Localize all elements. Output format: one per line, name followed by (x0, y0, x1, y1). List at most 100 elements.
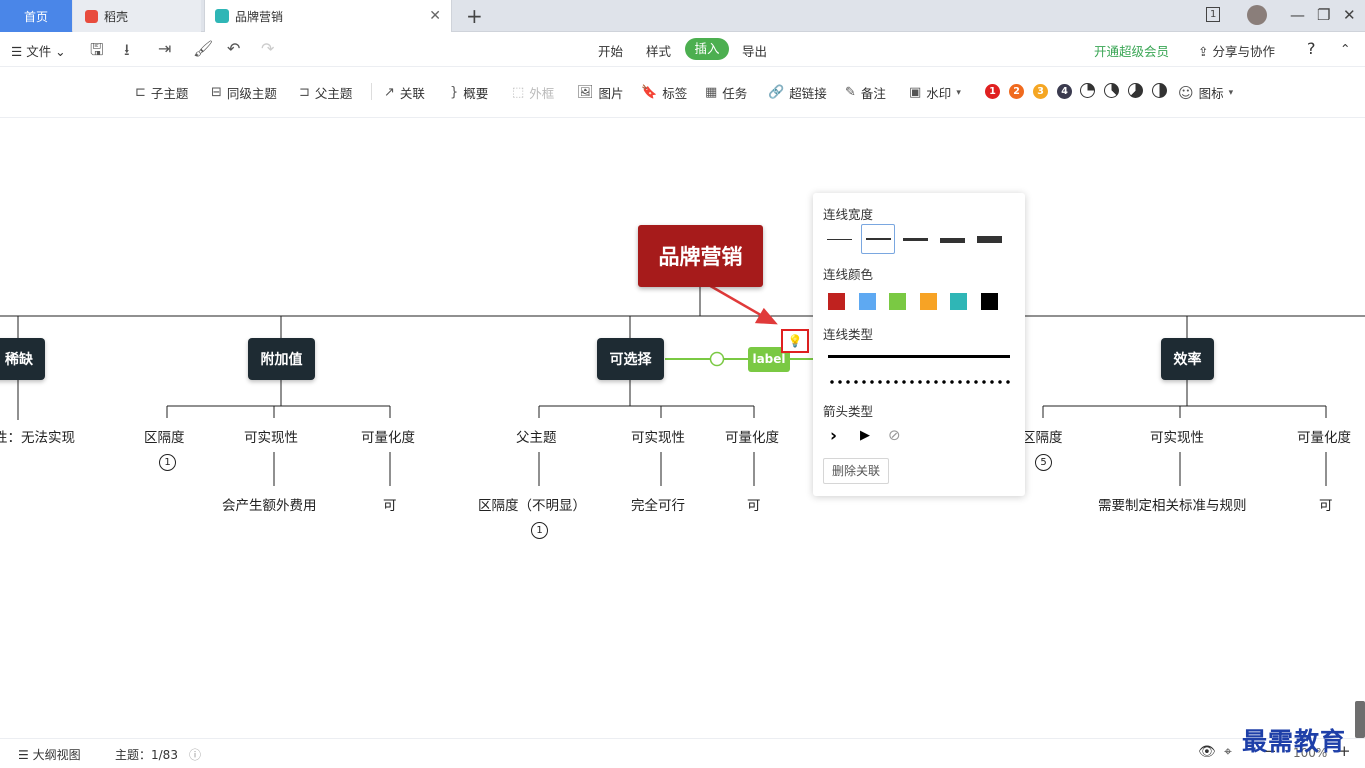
help-icon[interactable]: ? (1307, 39, 1316, 58)
leaf-av-quantifiable-sub[interactable]: 可 (383, 498, 397, 514)
leaf-av-distinction[interactable]: 区隔度 (144, 430, 185, 446)
summary-button[interactable]: }概要 (450, 83, 488, 102)
task-button[interactable]: ▦任务 (705, 83, 747, 102)
page-indicator[interactable]: 1 (1206, 7, 1221, 22)
tab-home[interactable]: 首页 (0, 0, 72, 32)
branch-efficiency[interactable]: 效率 (1161, 338, 1214, 380)
priority-2-icon[interactable]: 2 (1009, 84, 1024, 99)
leaf-op-quantifiable-sub[interactable]: 可 (747, 498, 761, 514)
share-button[interactable]: ⇪ 分享与协作 (1198, 41, 1275, 60)
relation-style-button[interactable]: 💡 (781, 329, 809, 353)
line-width-3[interactable] (903, 238, 928, 241)
menu-insert[interactable]: 插入 (685, 38, 729, 60)
arrow-open-icon[interactable]: › (830, 426, 838, 446)
zoom-in-icon[interactable]: + (1338, 742, 1351, 760)
color-swatch-red[interactable] (828, 293, 845, 310)
undo-icon[interactable]: ↶ (227, 39, 241, 58)
restore-icon[interactable]: ❐ (1317, 6, 1331, 24)
note-button[interactable]: ✎备注 (845, 83, 886, 102)
watermark-button[interactable]: ▣水印▾ (909, 83, 961, 102)
priority-3-icon[interactable]: 3 (1033, 84, 1048, 99)
branch-efficiency-label: 效率 (1173, 352, 1202, 368)
leaf-ef-feasibility-sub[interactable]: 需要制定相关标准与规则 (1098, 498, 1247, 514)
progress-three-quarter-icon[interactable] (1128, 83, 1143, 98)
branch-scarce[interactable]: 稀缺 (0, 338, 45, 380)
redo-icon[interactable]: ↷ (261, 39, 275, 58)
arrow-filled-icon[interactable]: ▶ (860, 428, 870, 443)
avatar[interactable] (1247, 5, 1267, 25)
locate-icon[interactable]: ⌖ (1224, 744, 1232, 760)
mindmap-canvas[interactable]: 品牌营销 稀缺 附加值 可选择 效率 label 💡 性：无法实现 区隔度 1 … (0, 118, 1365, 738)
leaf-op-feasibility-sub[interactable]: 完全可行 (631, 498, 685, 514)
leaf-ef-distinction[interactable]: 区隔度 (1022, 430, 1063, 446)
line-type-dotted[interactable] (828, 380, 1010, 384)
image-button[interactable]: 🖼图片 (577, 83, 624, 102)
menu-export[interactable]: 导出 (742, 44, 768, 59)
color-swatch-black[interactable] (981, 293, 998, 310)
right-scrollbar[interactable] (1355, 701, 1365, 738)
root-topic[interactable]: 品牌营销 (638, 225, 763, 287)
collapse-ribbon-icon[interactable]: ⌃ (1340, 41, 1351, 56)
close-tab-icon[interactable]: ✕ (429, 8, 441, 24)
link-label: 超链接 (789, 86, 827, 101)
sibling-label: 同级主题 (226, 86, 277, 101)
tab-daoke[interactable]: 稻壳 (73, 0, 201, 32)
file-menu[interactable]: ☰ 文件 ⌄ (11, 44, 66, 59)
frame-button[interactable]: ⬚外框 (512, 83, 554, 102)
vip-link[interactable]: 开通超级会员 (1094, 44, 1170, 59)
outline-view-button[interactable]: ☰ 大纲视图 (18, 746, 81, 763)
branch-optional[interactable]: 可选择 (597, 338, 664, 380)
format-painter-icon[interactable]: 🖌 (193, 39, 214, 58)
delete-relation-button[interactable]: 删除关联 (823, 458, 889, 484)
priority-4-icon[interactable]: 4 (1057, 84, 1072, 99)
zoom-level[interactable]: 100% (1293, 746, 1328, 760)
new-tab-icon[interactable]: + (466, 4, 483, 28)
help-circle-icon[interactable]: ⓘ (189, 748, 202, 762)
import-icon[interactable]: ⇥ (158, 39, 172, 58)
menu-start[interactable]: 开始 (598, 44, 624, 59)
line-width-1[interactable] (827, 239, 852, 240)
leaf-ef-quantifiable[interactable]: 可量化度 (1297, 430, 1351, 446)
leaf-av-quantifiable[interactable]: 可量化度 (361, 430, 415, 446)
no-arrow-icon[interactable]: ⊘ (888, 426, 901, 444)
line-width-2-selected[interactable] (861, 224, 895, 254)
color-swatch-teal[interactable] (950, 293, 967, 310)
icons-button[interactable]: ☺图标▾ (1178, 83, 1233, 102)
leaf-op-parent[interactable]: 父主题 (516, 430, 557, 446)
progress-full-icon[interactable] (1152, 83, 1167, 98)
hyperlink-button[interactable]: 🔗超链接 (768, 83, 827, 102)
color-swatch-orange[interactable] (920, 293, 937, 310)
line-width-5[interactable] (977, 236, 1002, 243)
subtopic-button[interactable]: ⊏子主题 (135, 83, 188, 102)
color-swatch-green[interactable] (889, 293, 906, 310)
progress-half-icon[interactable] (1104, 83, 1119, 98)
progress-quarter-icon[interactable] (1080, 83, 1095, 98)
tag-button[interactable]: 🔖标签 (641, 83, 687, 102)
line-width-4[interactable] (940, 238, 965, 243)
sibling-topic-button[interactable]: ⊟同级主题 (211, 83, 277, 102)
line-type-solid[interactable] (828, 355, 1010, 358)
minimize-icon[interactable]: — (1290, 6, 1305, 24)
leaf-av-feasibility-sub[interactable]: 会产生额外费用 (222, 498, 317, 514)
leaf-op-feasibility[interactable]: 可实现性 (631, 430, 685, 446)
leaf-ef-quantifiable-sub[interactable]: 可 (1319, 498, 1333, 514)
tab-brand-marketing[interactable]: 品牌营销 ✕ (204, 0, 452, 32)
close-window-icon[interactable]: ✕ (1343, 6, 1356, 24)
leaf-scarce-sub[interactable]: 性：无法实现 (0, 430, 75, 446)
leaf-av-feasibility[interactable]: 可实现性 (244, 430, 298, 446)
parent-topic-button[interactable]: ⊐父主题 (299, 83, 352, 102)
leaf-ef-feasibility[interactable]: 可实现性 (1150, 430, 1204, 446)
leaf-op-quantifiable[interactable]: 可量化度 (725, 430, 779, 446)
priority-1-icon[interactable]: 1 (985, 84, 1000, 99)
leaf-op-parent-sub[interactable]: 区隔度（不明显） (478, 498, 586, 514)
frame-label: 外框 (529, 86, 555, 101)
relation-button[interactable]: ↗关联 (384, 83, 425, 102)
menu-style[interactable]: 样式 (646, 44, 672, 59)
branch-added-value[interactable]: 附加值 (248, 338, 315, 380)
color-swatch-blue[interactable] (859, 293, 876, 310)
save-icon[interactable]: 🖫 (90, 40, 104, 59)
zoom-out-icon[interactable]: − (1264, 742, 1277, 760)
download-icon[interactable]: ⭳ (124, 40, 130, 59)
line-type-title: 连线类型 (823, 327, 874, 342)
eye-icon[interactable]: 👁 (1198, 744, 1216, 760)
